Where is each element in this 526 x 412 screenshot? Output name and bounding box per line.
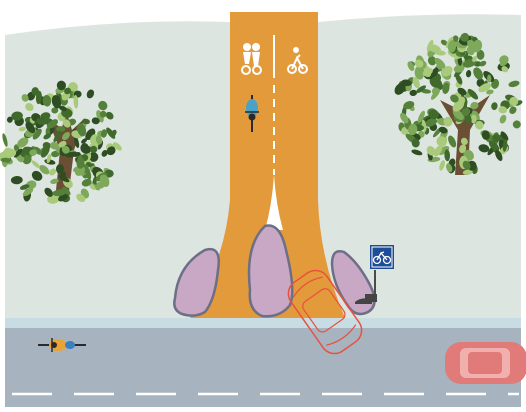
parked-car — [445, 342, 526, 384]
curb — [5, 318, 521, 328]
leaf — [76, 157, 84, 169]
